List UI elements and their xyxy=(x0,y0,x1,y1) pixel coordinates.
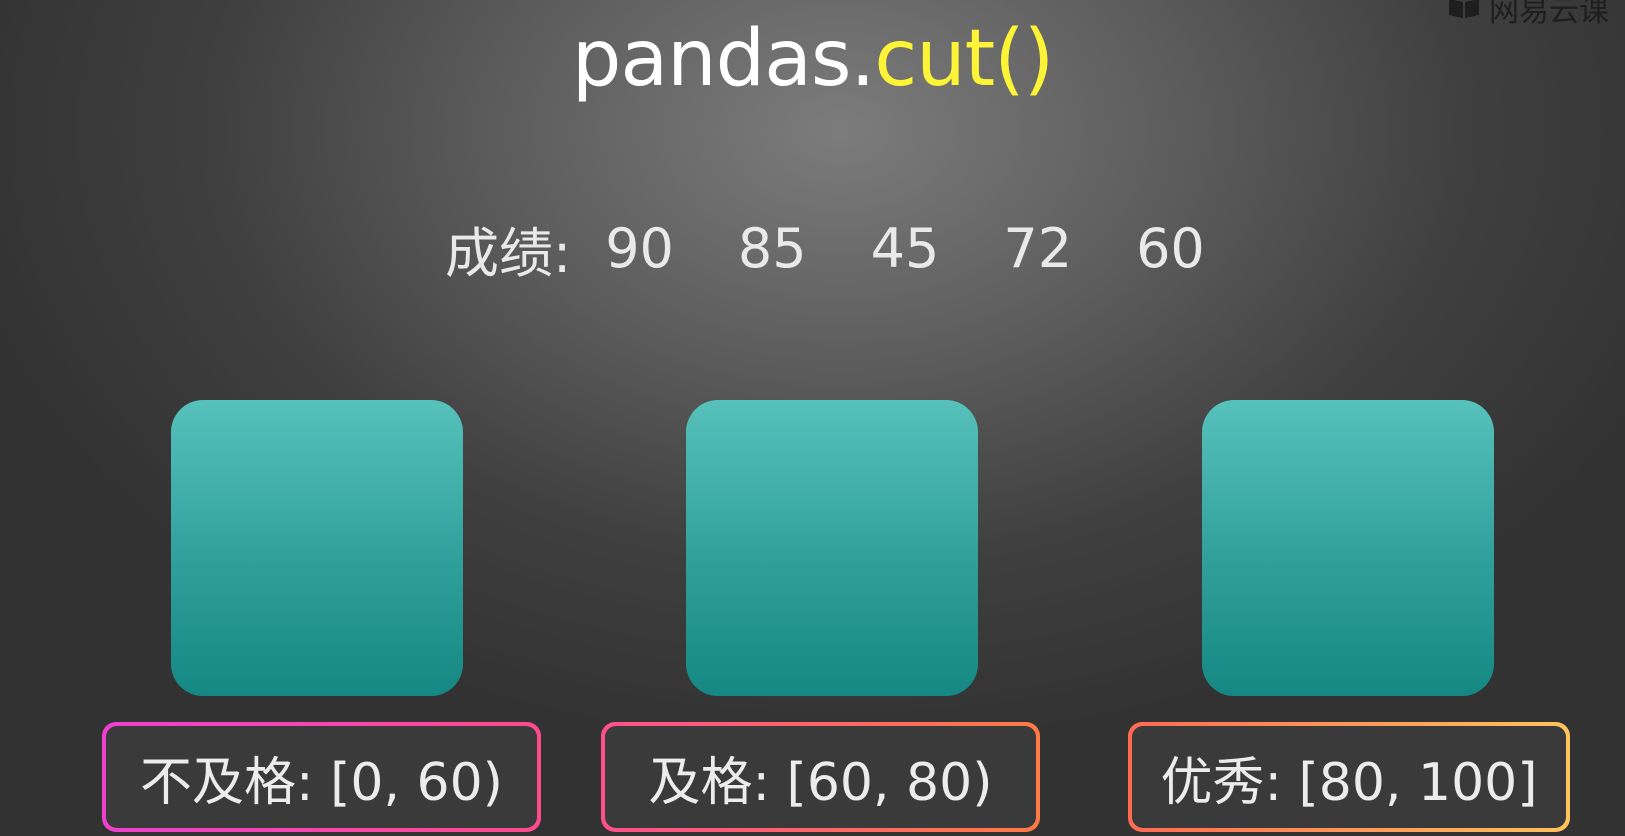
bin-tile-excellent xyxy=(1202,400,1494,696)
score-value: 90 xyxy=(605,216,674,280)
page-title: pandas.cut() xyxy=(0,4,1625,114)
title-prefix: pandas. xyxy=(571,14,875,104)
scores-row: 成绩: 90 85 45 72 60 xyxy=(445,208,1205,288)
score-value: 60 xyxy=(1136,216,1205,280)
bin-tile-pass xyxy=(686,400,978,696)
score-value: 85 xyxy=(737,216,807,280)
bin-label-text: 优秀: [80, 100] xyxy=(1132,726,1566,828)
score-value: 72 xyxy=(1003,216,1073,280)
book-icon xyxy=(1449,0,1479,18)
title-function: cut() xyxy=(874,14,1054,104)
bin-tile-fail xyxy=(171,400,463,696)
bin-label-text: 不及格: [0, 60) xyxy=(106,726,537,828)
scores-label: 成绩: xyxy=(445,221,572,285)
bin-label-pass: 及格: [60, 80) xyxy=(601,722,1040,832)
watermark-text: 网易云课 xyxy=(1489,0,1609,29)
bin-label-fail: 不及格: [0, 60) xyxy=(102,722,541,832)
score-value: 45 xyxy=(870,216,940,280)
watermark: 网易云课 xyxy=(1447,0,1609,30)
bin-label-text: 及格: [60, 80) xyxy=(605,726,1036,828)
bin-label-excellent: 优秀: [80, 100] xyxy=(1128,722,1570,832)
